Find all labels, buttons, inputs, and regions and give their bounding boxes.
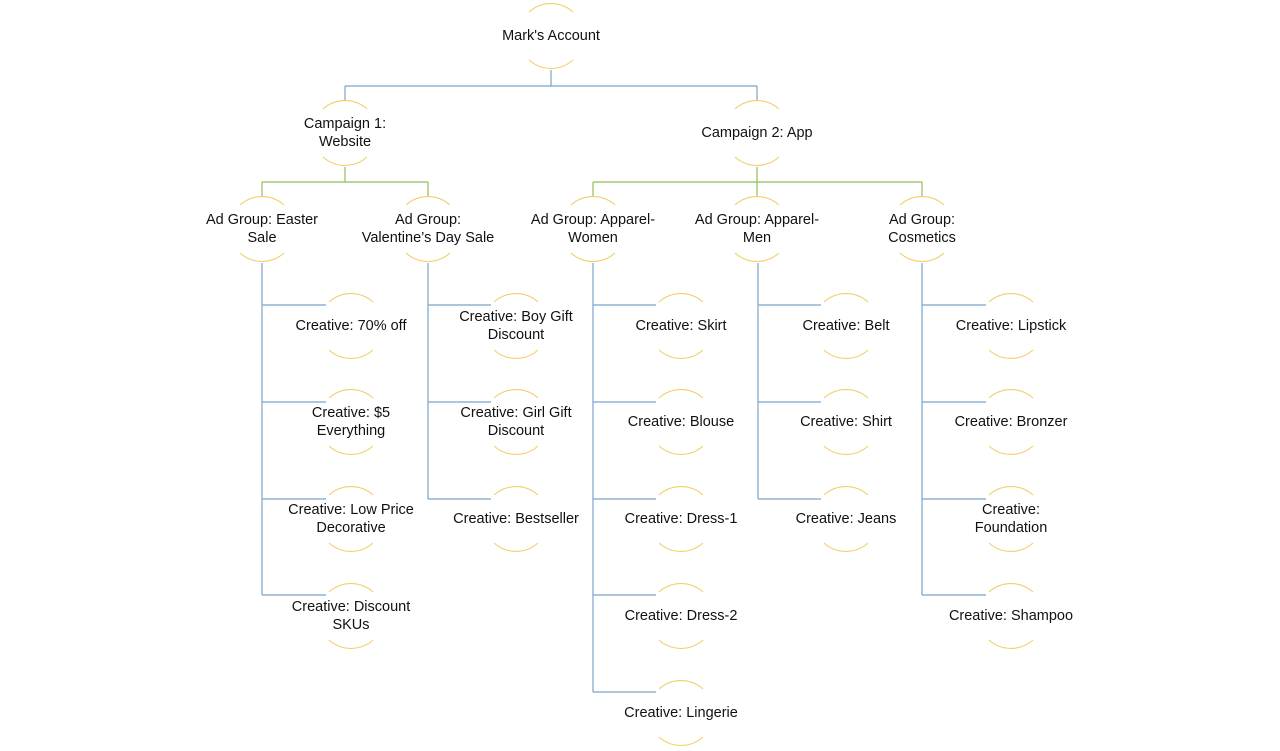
node-creative-easter-1-arc-bottom — [328, 349, 374, 359]
node-creative-easter-2-arc-top — [328, 389, 374, 399]
node-arcs — [239, 3, 1034, 746]
node-creative-women-3-arc-top — [658, 486, 704, 496]
node-creative-cosmetics-1-arc-bottom — [988, 349, 1034, 359]
connector-lines — [261, 70, 986, 693]
node-creative-low-price-decorative: Creative: Low Price Decorative — [288, 502, 414, 536]
node-creative-easter-1-arc-top — [328, 293, 374, 303]
node-creative-boy-gift-discount: Creative: Boy Gift Discount — [459, 309, 573, 343]
node-creative-blouse: Creative: Blouse — [627, 414, 735, 430]
node-creative-men-1-arc-top — [823, 293, 869, 303]
node-creative-dress-1: Creative: Dress-1 — [624, 511, 738, 527]
node-creative-easter-4-arc-bottom — [328, 639, 374, 649]
node-creative-cosmetics-1-arc-top — [988, 293, 1034, 303]
node-creative-valentine-3-arc-bottom — [493, 542, 539, 552]
node-creative-shirt: Creative: Shirt — [800, 414, 892, 430]
node-creative-easter-4-arc-top — [328, 583, 374, 593]
node-creative-women-3-arc-bottom — [658, 542, 704, 552]
node-creative-women-1-arc-bottom — [658, 349, 704, 359]
node-creative-cosmetics-2-arc-top — [988, 389, 1034, 399]
node-creative-cosmetics-3-arc-bottom — [988, 542, 1034, 552]
node-adgroup-valentines-day-sale: Ad Group: Valentine’s Day Sale — [361, 212, 495, 246]
node-campaign-1-arc-bottom — [322, 156, 368, 166]
node-adgroup-5-arc-top — [899, 196, 945, 206]
node-creative-70-off: Creative: 70% off — [295, 318, 407, 334]
node-campaign-1: Campaign 1: Website — [303, 116, 387, 150]
node-adgroup-5-arc-bottom — [899, 252, 945, 262]
node-creative-cosmetics-4-arc-bottom — [988, 639, 1034, 649]
node-creative-men-2-arc-bottom — [823, 445, 869, 455]
node-creative-bestseller: Creative: Bestseller — [453, 511, 579, 527]
node-adgroup-1-arc-top — [239, 196, 285, 206]
node-creative-lingerie: Creative: Lingerie — [624, 705, 738, 721]
node-creative-easter-2-arc-bottom — [328, 445, 374, 455]
node-creative-skirt: Creative: Skirt — [635, 318, 727, 334]
node-root-arc-bottom — [528, 59, 574, 69]
node-adgroup-1-arc-bottom — [239, 252, 285, 262]
node-creative-dress-2: Creative: Dress-2 — [624, 608, 738, 624]
node-adgroup-4-arc-top — [734, 196, 780, 206]
node-creative-shampoo: Creative: Shampoo — [948, 608, 1074, 624]
node-creative-women-4-arc-top — [658, 583, 704, 593]
node-creative-girl-gift-discount: Creative: Girl Gift Discount — [460, 405, 572, 439]
node-adgroup-apparel-women: Ad Group: Apparel- Women — [530, 212, 656, 246]
node-campaign-2: Campaign 2: App — [701, 125, 813, 141]
node-creative-bronzer: Creative: Bronzer — [954, 414, 1068, 430]
node-creative-women-4-arc-bottom — [658, 639, 704, 649]
node-creative-valentine-2-arc-top — [493, 389, 539, 399]
node-creative-women-2-arc-bottom — [658, 445, 704, 455]
node-campaign-2-arc-top — [734, 100, 780, 110]
node-adgroup-3-arc-bottom — [570, 252, 616, 262]
node-creative-easter-3-arc-bottom — [328, 542, 374, 552]
node-creative-men-3-arc-bottom — [823, 542, 869, 552]
node-creative-women-2-arc-top — [658, 389, 704, 399]
node-adgroup-cosmetics: Ad Group: Cosmetics — [888, 212, 956, 246]
node-creative-valentine-1-arc-top — [493, 293, 539, 303]
node-creative-5-everything: Creative: $5 Everything — [311, 405, 391, 439]
node-creative-discount-skus: Creative: Discount SKUs — [291, 599, 411, 633]
node-root-account: Mark's Account — [502, 28, 600, 44]
node-adgroup-2-arc-top — [405, 196, 451, 206]
node-adgroup-3-arc-top — [570, 196, 616, 206]
node-creative-valentine-1-arc-bottom — [493, 349, 539, 359]
node-campaign-2-arc-bottom — [734, 156, 780, 166]
node-creative-foundation: Creative: Foundation — [974, 502, 1048, 536]
node-creative-cosmetics-2-arc-bottom — [988, 445, 1034, 455]
node-adgroup-2-arc-bottom — [405, 252, 451, 262]
node-creative-women-5-arc-bottom — [658, 736, 704, 746]
node-adgroup-apparel-men: Ad Group: Apparel- Men — [694, 212, 820, 246]
node-creative-women-1-arc-top — [658, 293, 704, 303]
node-adgroup-4-arc-bottom — [734, 252, 780, 262]
node-creative-men-2-arc-top — [823, 389, 869, 399]
node-creative-cosmetics-3-arc-top — [988, 486, 1034, 496]
node-creative-valentine-3-arc-top — [493, 486, 539, 496]
node-creative-valentine-2-arc-bottom — [493, 445, 539, 455]
node-campaign-1-arc-top — [322, 100, 368, 110]
node-root-arc-top — [528, 3, 574, 13]
node-creative-easter-3-arc-top — [328, 486, 374, 496]
node-adgroup-easter-sale: Ad Group: Easter Sale — [205, 212, 319, 246]
node-creative-cosmetics-4-arc-top — [988, 583, 1034, 593]
node-creative-men-3-arc-top — [823, 486, 869, 496]
node-creative-belt: Creative: Belt — [802, 318, 890, 334]
node-creative-jeans: Creative: Jeans — [795, 511, 897, 527]
node-creative-lipstick: Creative: Lipstick — [955, 318, 1067, 334]
node-creative-women-5-arc-top — [658, 680, 704, 690]
node-creative-men-1-arc-bottom — [823, 349, 869, 359]
